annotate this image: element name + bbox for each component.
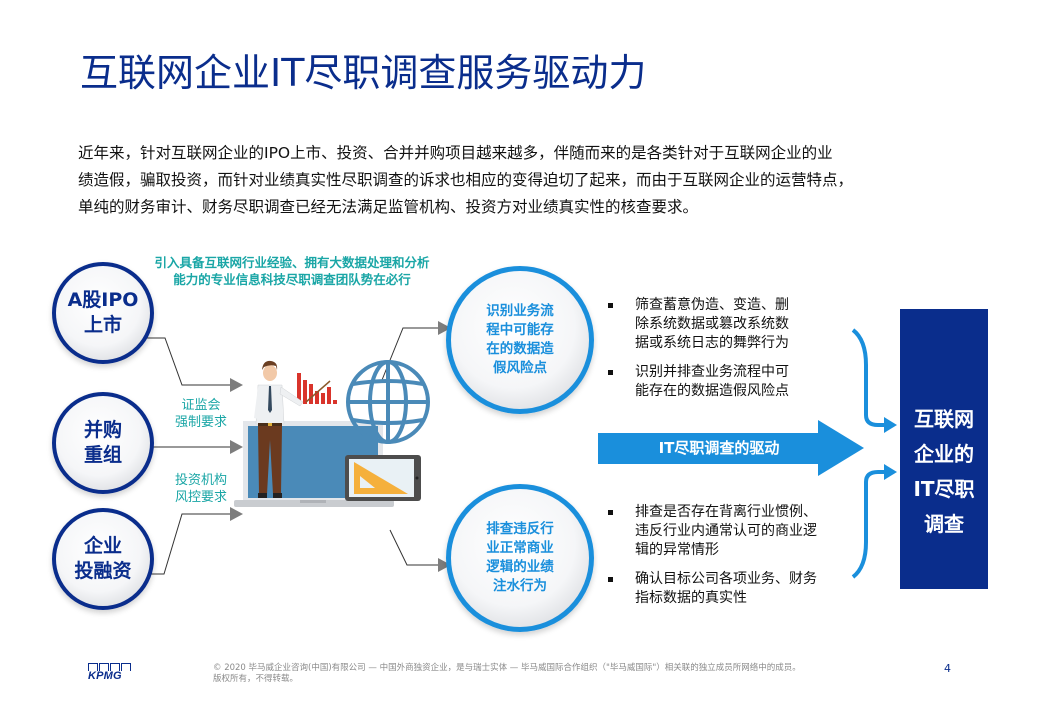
kpmg-logo: KPMG [88, 663, 132, 685]
bullet-line: 指标数据的真实性 [635, 590, 747, 606]
focus-label: 注水行为 [493, 578, 547, 594]
arrow-body [598, 433, 820, 464]
arrow-head-icon [818, 420, 864, 476]
focus-label: 逻辑的业绩 [486, 559, 554, 575]
bullet-line: 据或系统日志的舞弊行为 [635, 335, 789, 351]
bullet-line: 除系统数据或篡改系统数 [635, 316, 789, 332]
result-line: 互联网 [914, 407, 974, 431]
page-title: 互联网企业IT尽职调查服务驱动力 [80, 51, 647, 95]
logo-text: KPMG [88, 670, 122, 682]
driver-label: 企业 [83, 535, 122, 557]
connector-lines-left [140, 337, 232, 575]
bullets-inflation: 排查是否存在背离行业惯例、 违反行业内通常认可的商业逻 辑的异常情形 确认目标公… [605, 503, 855, 618]
bullet-line: 确认目标公司各项业务、财务 [635, 571, 817, 587]
intro-paragraph: 近年来，针对互联网企业的IPO上市、投资、合并并购项目越来越多，伴随而来的是各类… [78, 140, 958, 221]
result-line: 企业的 [914, 442, 974, 466]
logo-boxes-icon [88, 663, 132, 671]
requirement-line: 风控要求 [174, 490, 227, 505]
focus-label: 排查违反行 [486, 521, 554, 537]
footer-copyright: © 2020 毕马威企业咨询(中国)有限公司 — 中国外商独资企业，是与瑞士实体… [213, 663, 913, 685]
tablet-with-ruler-icon [345, 455, 421, 501]
bullet-item: 识别并排查业务流程中可 能存在的数据造假风险点 [605, 363, 845, 401]
result-line: 调查 [924, 512, 964, 536]
intro-line: 近年来，针对互联网企业的IPO上市、投资、合并并购项目越来越多，伴随而来的是各类… [78, 144, 833, 162]
requirement-line: 证监会 [181, 398, 221, 413]
focus-label: 业正常商业 [486, 540, 554, 556]
merge-arrows [851, 328, 886, 579]
focus-circle-data-fraud: 识别业务流 程中可能存 在的数据造 假风险点 [446, 266, 594, 414]
intro-line: 单纯的财务审计、财务尽职调查已经无法满足监管机构、投资方对业绩真实性的核查要求。 [78, 198, 699, 216]
page-number: 4 [944, 662, 951, 675]
focus-label: 假风险点 [493, 360, 547, 376]
driver-label: 上市 [83, 314, 122, 336]
driver-circle-ipo: A股IPO 上市 [52, 262, 154, 364]
driver-label: A股IPO [67, 289, 139, 311]
bullet-line: 筛查蓄意伪造、变造、删 [635, 297, 789, 313]
driver-circle-ma: 并购 重组 [52, 392, 154, 494]
focus-label: 程中可能存 [486, 322, 554, 338]
driver-label: 投融资 [74, 560, 132, 582]
bar-chart-graphic [297, 373, 337, 404]
driver-label: 重组 [83, 444, 122, 466]
bullet-item: 确认目标公司各项业务、财务 指标数据的真实性 [605, 570, 855, 608]
intro-line: 绩造假，骗取投资，而针对业绩真实性尽职调查的诉求也相应的变得迫切了起来，而由于互… [78, 171, 854, 189]
driver-label: 并购 [83, 419, 122, 441]
focus-label: 识别业务流 [486, 303, 554, 319]
copyright-line: © 2020 毕马威企业咨询(中国)有限公司 — 中国外商独资企业，是与瑞士实体… [213, 663, 801, 673]
driver-circle-financing: 企业 投融资 [52, 508, 154, 610]
copyright-line: 版权所有，不得转载。 [213, 674, 299, 684]
bullet-line: 辑的异常情形 [635, 542, 719, 558]
note-line: 引入具备互联网行业经验、拥有大数据处理和分析 [154, 255, 430, 270]
focus-label: 在的数据造 [486, 341, 554, 357]
arrowheads-left [230, 378, 243, 521]
team-requirement-note: 引入具备互联网行业经验、拥有大数据处理和分析 能力的专业信息科技尽职调查团队势在… [132, 254, 452, 288]
bullet-line: 违反行业内通常认可的商业逻 [635, 523, 817, 539]
globe-icon [346, 360, 430, 444]
drive-arrow: IT尽职调查的驱动 [598, 420, 866, 476]
bullet-item: 排查是否存在背离行业惯例、 违反行业内通常认可的商业逻 辑的异常情形 [605, 503, 855, 560]
bullet-item: 筛查蓄意伪造、变造、删 除系统数据或篡改系统数 据或系统日志的舞弊行为 [605, 296, 845, 353]
requirement-csrc: 证监会 强制要求 [165, 397, 237, 431]
bullet-line: 排查是否存在背离行业惯例、 [635, 504, 817, 520]
bullets-data-fraud: 筛查蓄意伪造、变造、删 除系统数据或篡改系统数 据或系统日志的舞弊行为 识别并排… [605, 296, 845, 411]
bullet-line: 能存在的数据造假风险点 [635, 383, 789, 399]
drive-arrow-label: IT尽职调查的驱动 [658, 439, 780, 457]
requirement-line: 投资机构 [174, 473, 227, 488]
bullet-line: 识别并排查业务流程中可 [635, 364, 789, 380]
focus-circle-inflation: 排查违反行 业正常商业 逻辑的业绩 注水行为 [446, 484, 594, 632]
note-line: 能力的专业信息科技尽职调查团队势在必行 [173, 272, 411, 287]
requirement-line: 强制要求 [174, 415, 227, 430]
requirement-investor: 投资机构 风控要求 [165, 472, 237, 506]
presenter-figure [254, 360, 331, 498]
result-box: 互联网 企业的 IT尽职 调查 [900, 309, 988, 589]
result-line: IT尽职 [913, 477, 975, 501]
